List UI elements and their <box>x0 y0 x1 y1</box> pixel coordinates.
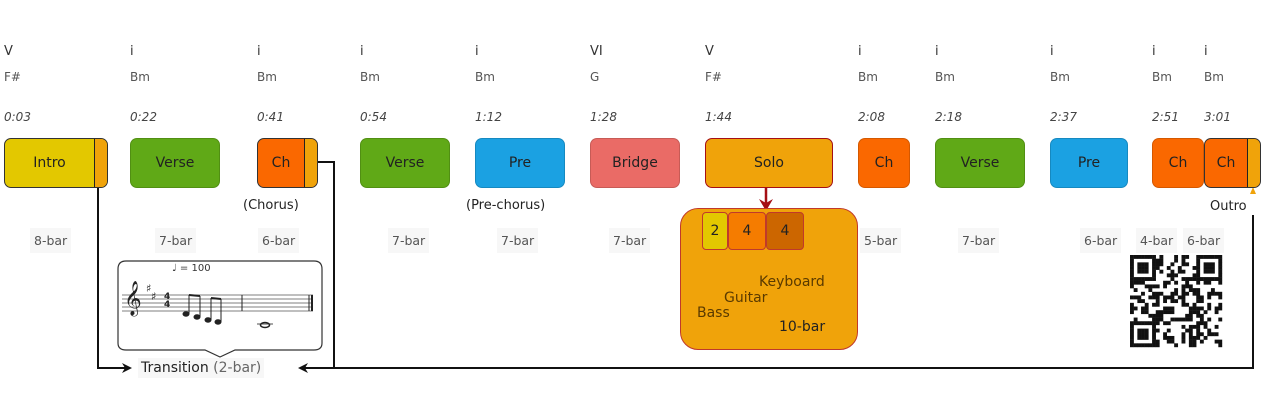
section-block-chorus[interactable]: Ch <box>1152 138 1204 188</box>
roman-numeral: i <box>130 44 134 59</box>
section-block-pre[interactable]: Pre <box>1050 138 1128 188</box>
section-label: Ch <box>1216 155 1236 171</box>
timestamp: 0:22 <box>130 110 157 124</box>
section-label: Verse <box>155 155 195 171</box>
outro-to-transition-line <box>298 215 1254 373</box>
bar-count: 6-bar <box>1080 228 1122 253</box>
timestamp: 3:01 <box>1204 110 1231 124</box>
solo-part-bass[interactable]: 2 <box>702 212 728 250</box>
chord-name: Bm <box>475 70 495 84</box>
section-label: Pre <box>508 155 532 171</box>
timestamp: 1:28 <box>590 110 617 124</box>
roman-numeral: i <box>360 44 364 59</box>
chorus-to-transition-line <box>318 161 335 368</box>
bar-count: 7-bar <box>388 228 430 253</box>
section-block-chorus[interactable]: Ch <box>858 138 910 188</box>
solo-part-keyboard[interactable]: 4 <box>766 212 804 250</box>
tempo-marking: ♩ = 100 <box>172 263 211 274</box>
chord-name: F# <box>705 70 722 84</box>
instrument-label-keyboard: Keyboard <box>759 274 825 290</box>
bar-count: 8-bar <box>30 228 72 253</box>
section-sublabel: Outro <box>1210 199 1247 214</box>
section-block-pre[interactable]: Pre <box>475 138 565 188</box>
roman-numeral: i <box>1050 44 1054 59</box>
transition-marker <box>304 139 317 187</box>
section-label: Verse <box>960 155 1000 171</box>
roman-numeral: V <box>4 44 13 59</box>
roman-numeral: VI <box>590 44 603 59</box>
transition-marker <box>94 139 107 187</box>
section-label: Ch <box>271 155 291 171</box>
section-label: Bridge <box>612 155 658 171</box>
chord-name: Bm <box>1204 70 1224 84</box>
section-block-verse[interactable]: Verse <box>935 138 1025 188</box>
section-block-verse[interactable]: Verse <box>360 138 450 188</box>
treble-clef-icon: 𝄞 <box>124 281 142 316</box>
bar-count: 4-bar <box>1136 228 1178 253</box>
section-label: Intro <box>33 155 66 171</box>
instrument-label-guitar: Guitar <box>724 290 768 306</box>
roman-numeral: i <box>475 44 479 59</box>
chord-name: Bm <box>130 70 150 84</box>
transition-label: Transition (2-bar) <box>138 358 265 378</box>
timestamp: 0:54 <box>360 110 387 124</box>
section-block-bridge[interactable]: Bridge <box>590 138 680 188</box>
bar-count: 7-bar <box>497 228 539 253</box>
bar-count: 7-bar <box>609 228 651 253</box>
timestamp: 2:18 <box>935 110 962 124</box>
solo-total-bars: 10-bar <box>779 319 826 335</box>
instrument-label-bass: Bass <box>697 305 730 321</box>
chord-name: Bm <box>858 70 878 84</box>
transition-callout <box>117 260 323 358</box>
roman-numeral: i <box>935 44 939 59</box>
chord-name: Bm <box>1152 70 1172 84</box>
section-sublabel: (Chorus) <box>243 198 299 213</box>
notes <box>182 294 273 329</box>
solo-part-guitar[interactable]: 4 <box>728 212 766 250</box>
timestamp: 2:37 <box>1050 110 1077 124</box>
bar-count: 6-bar <box>258 228 300 253</box>
roman-numeral: i <box>858 44 862 59</box>
bar-count: 5-bar <box>860 228 902 253</box>
quarter-note-icon: ♩ <box>172 263 177 274</box>
chord-name: Bm <box>257 70 277 84</box>
section-block-solo[interactable]: Solo <box>705 138 833 188</box>
roman-numeral: i <box>1204 44 1208 59</box>
chord-name: Bm <box>1050 70 1070 84</box>
section-block-chorus[interactable]: Ch <box>257 138 318 188</box>
section-block-chorus[interactable]: Ch <box>1204 138 1261 188</box>
roman-numeral: i <box>1152 44 1156 59</box>
timestamp: 1:44 <box>705 110 732 124</box>
roman-numeral: V <box>705 44 714 59</box>
timestamp: 0:03 <box>4 110 31 124</box>
bar-count: 6-bar <box>1183 228 1225 253</box>
roman-numeral: i <box>257 44 261 59</box>
bar-count: 7-bar <box>958 228 1000 253</box>
outro-marker-icon <box>1250 187 1256 194</box>
timestamp: 0:41 <box>257 110 284 124</box>
intro-to-transition-line <box>97 188 132 373</box>
chord-name: Bm <box>935 70 955 84</box>
section-label: Pre <box>1077 155 1101 171</box>
section-sublabel: (Pre-chorus) <box>466 198 546 213</box>
key-signature-sharps-icon: ♯♯ <box>146 282 157 303</box>
chord-name: G <box>590 70 600 84</box>
section-block-intro[interactable]: Intro <box>4 138 108 188</box>
section-label: Ch <box>1168 155 1188 171</box>
bar-count: 7-bar <box>155 228 197 253</box>
timestamp: 1:12 <box>475 110 502 124</box>
section-label: Ch <box>874 155 894 171</box>
chord-name: F# <box>4 70 21 84</box>
section-label: Solo <box>754 155 784 171</box>
section-label: Verse <box>385 155 425 171</box>
timestamp: 2:51 <box>1152 110 1179 124</box>
timestamp: 2:08 <box>858 110 885 124</box>
transition-marker <box>1247 139 1260 187</box>
section-block-verse[interactable]: Verse <box>130 138 220 188</box>
chord-name: Bm <box>360 70 380 84</box>
qr-code-icon[interactable] <box>1130 255 1223 348</box>
